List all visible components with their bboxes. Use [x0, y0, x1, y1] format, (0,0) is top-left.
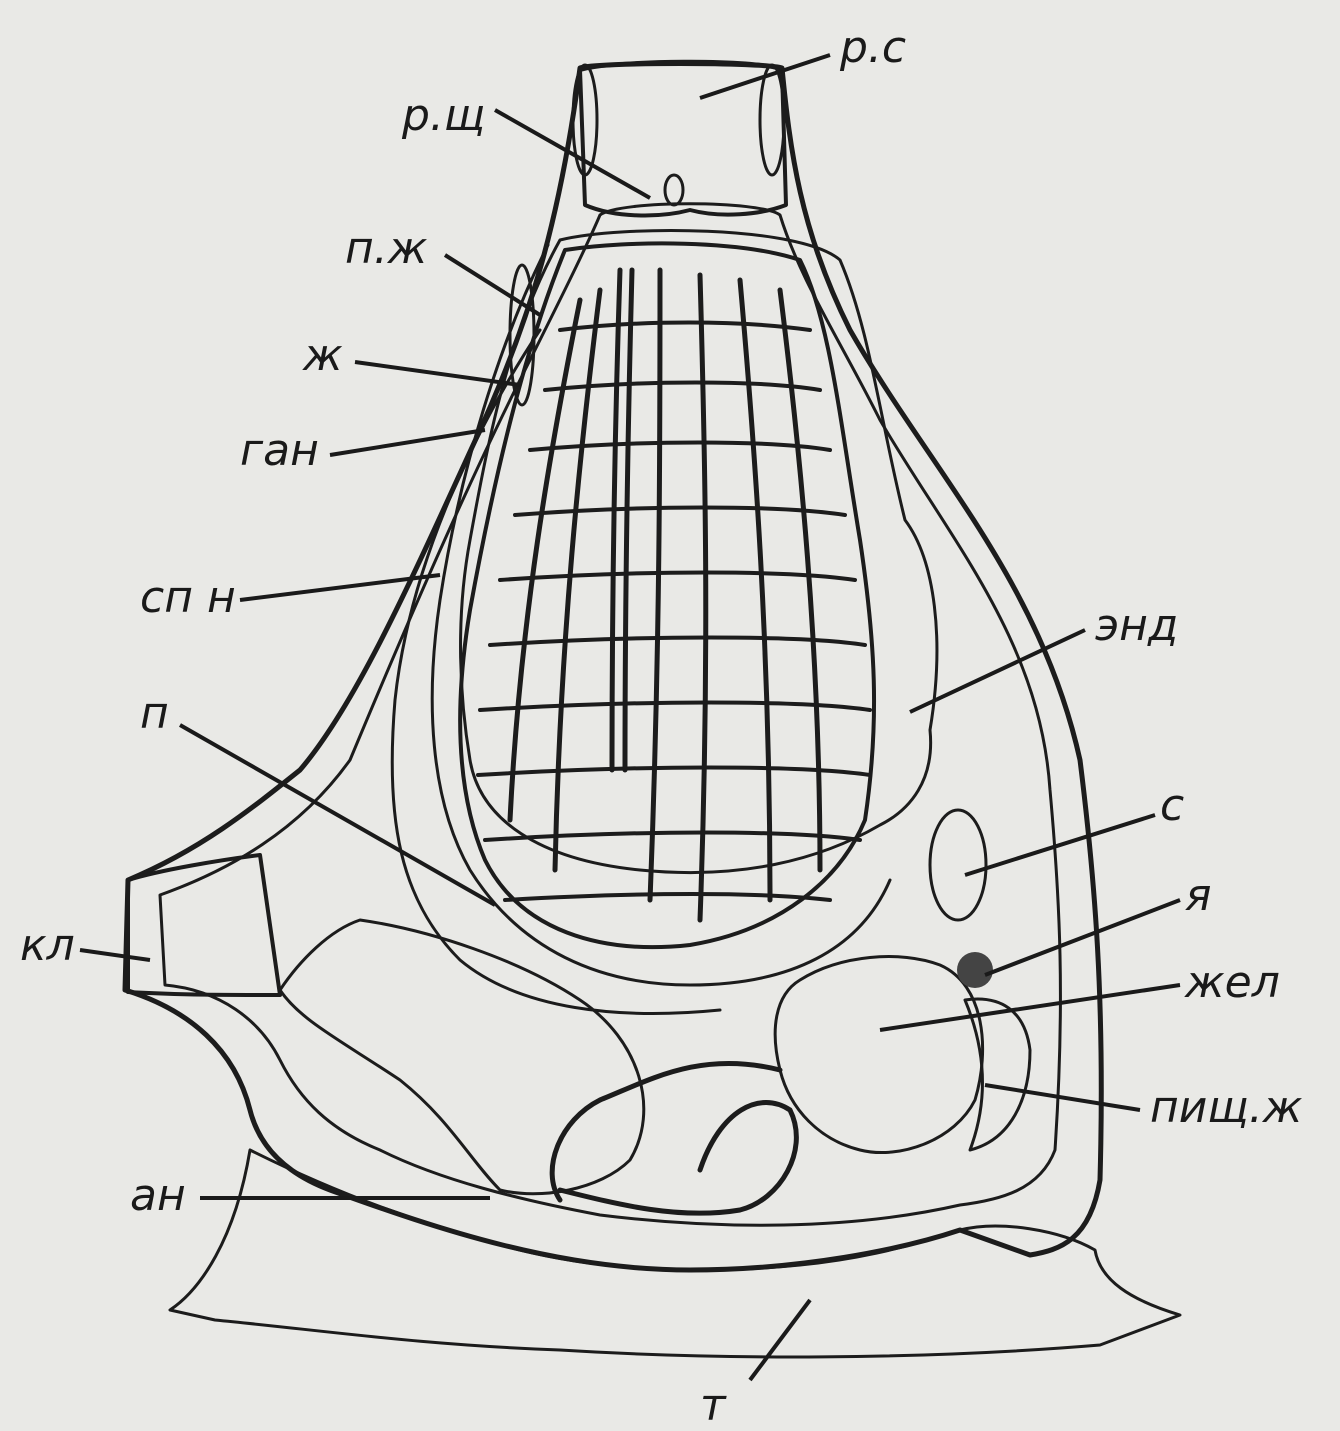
label-tunic: т	[700, 1380, 727, 1431]
label-ovary: я	[1185, 870, 1211, 921]
pharyngeal-basket	[460, 243, 874, 947]
gonad-cluster	[957, 952, 993, 988]
label-oral-siphon: р.с	[839, 22, 906, 73]
stomach	[775, 957, 982, 1153]
label-neural-gland: п.ж	[345, 223, 428, 274]
label-digestive-gland: пищ.ж	[1150, 1082, 1303, 1133]
label-esophagus: п	[140, 688, 169, 739]
label-ganglion: ган	[240, 425, 319, 476]
digestive-gland	[965, 999, 1030, 1150]
label-dorsal-lamina: сп н	[140, 572, 236, 623]
intestine	[552, 1063, 796, 1213]
label-anus: ан	[130, 1170, 186, 1221]
heart	[930, 810, 986, 920]
label-oral-slit: р.щ	[401, 90, 485, 141]
label-endostyle: энд	[1095, 600, 1178, 651]
siphon-right-lip	[760, 65, 784, 175]
label-gland: ж	[302, 330, 343, 381]
oral-aperture	[665, 175, 683, 205]
label-heart: с	[1160, 780, 1184, 831]
label-atrial-siphon: кл	[20, 920, 75, 971]
label-stomach: жел	[1184, 957, 1280, 1008]
